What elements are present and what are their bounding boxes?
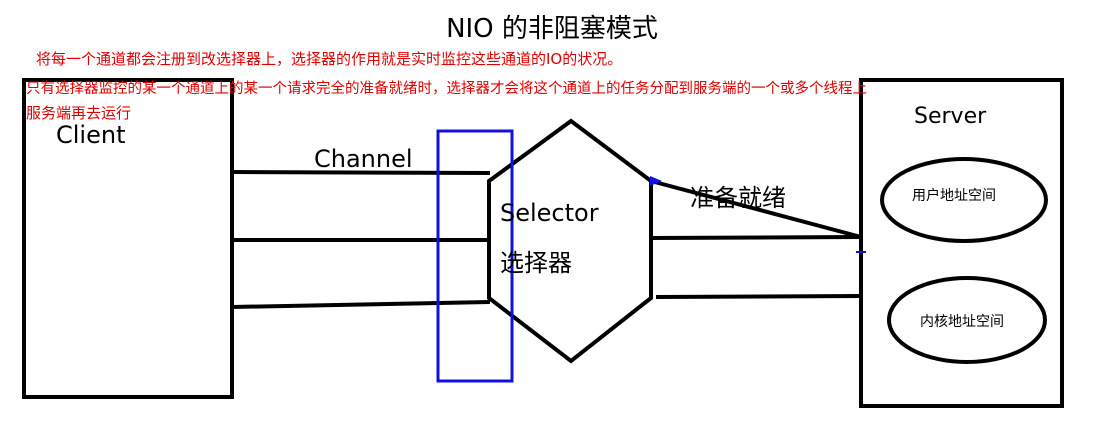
selector-hexagon (487, 118, 653, 364)
selector-label-cn: 选择器 (500, 249, 572, 277)
user-space-ellipse (880, 157, 1048, 243)
note-line-3: 服务端再去运行 (26, 104, 132, 122)
selector-label: Selector (500, 199, 599, 227)
user-space-label: 用户地址空间 (912, 188, 996, 204)
server-label: Server (914, 104, 987, 129)
note-line-1: 将每一个通道都会注册到改选择器上，选择器的作用就是实时监控这些通道的IO的状况。 (36, 50, 623, 68)
dispatch-line-1 (650, 235, 862, 240)
client-label: Client (56, 121, 126, 149)
note-line-2: 只有选择器监控的某一个通道上的某一个请求完全的准备就绪时，选择器才会将这个通道上… (26, 81, 867, 97)
server-box (859, 78, 1064, 408)
ready-arrow-mark (650, 176, 662, 186)
kernel-space-ellipse (887, 276, 1047, 364)
channel-line-1 (231, 170, 491, 175)
channel-label: Channel (314, 145, 413, 173)
channel-line-3 (231, 300, 491, 309)
dispatch-line-2 (655, 294, 862, 299)
diagram-title: NIO 的非阻塞模式 (446, 14, 658, 44)
channel-highlight-box (436, 129, 514, 383)
ready-label: 准备就绪 (690, 184, 786, 212)
kernel-space-label: 内核地址空间 (920, 314, 1004, 330)
ready-line (650, 179, 862, 239)
